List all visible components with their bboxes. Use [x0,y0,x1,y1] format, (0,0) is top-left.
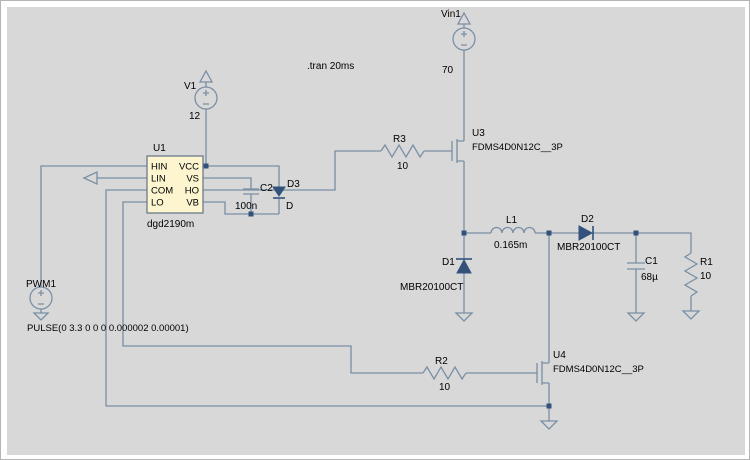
r1-value: 10 [700,271,712,282]
c1-value: 68µ [641,272,658,283]
c1-capacitor[interactable] [627,262,645,270]
u1-pin-ho: HO [185,186,199,197]
u1-pin-lin: LIN [151,174,166,185]
d2-model: MBR20100CT [557,242,620,253]
ground-icon[interactable] [681,310,701,320]
r2-label: R2 [435,356,448,367]
canvas-background [7,7,745,455]
u4-mosfet[interactable] [536,361,549,385]
r2-resistor[interactable] [422,365,467,381]
wire-segment[interactable] [549,232,692,263]
vin1-label: Vin1 [441,9,461,20]
c2-label: C2 [260,183,273,194]
u1-pin-vb: VB [186,198,199,209]
l1-inductor[interactable] [490,226,536,234]
ground-icon[interactable] [626,312,646,322]
u1-pin-com: COM [151,186,173,197]
d1-diode[interactable] [456,258,472,274]
vin1-value: 70 [442,65,454,76]
r3-resistor[interactable] [380,143,425,159]
sim-directive: .tran 20ms [307,61,354,72]
ground-symbols [32,310,701,430]
d2-diode[interactable] [578,225,594,241]
u1-pin-hin: HIN [151,162,168,173]
wire-segment[interactable] [122,201,537,374]
u1-pin-vs: VS [186,174,199,185]
u1-model: dgd2190m [147,219,194,230]
r1-resistor[interactable] [683,252,699,297]
u1-label: U1 [153,143,166,154]
r3-label: R3 [393,134,406,145]
junction-dot [248,211,254,217]
c2-capacitor[interactable] [243,188,259,195]
vin1-voltage-source[interactable] [452,11,476,51]
ground-icon[interactable] [539,420,559,430]
wire-segment[interactable] [203,109,280,187]
u4-label: U4 [553,350,566,361]
d3-model: D [286,201,293,212]
u1-gate-driver[interactable]: HIN LIN COM LO VCC VS HO VB [146,155,204,214]
junction-dots [203,163,639,409]
junction-dot [633,230,639,236]
u4-model: FDMS4D0N12C__3P [553,364,644,375]
r1-label: R1 [700,257,713,268]
d3-diode[interactable] [272,186,286,199]
c2-value: 100n [235,201,257,212]
junction-dot [546,403,552,409]
left-arrow-flag-icon[interactable] [82,170,98,186]
d3-label: D3 [287,179,300,190]
r3-value: 10 [397,161,409,172]
junction-dot [461,230,467,236]
l1-label: L1 [506,215,518,226]
d2-label: D2 [581,214,594,225]
u1-pin-vcc: VCC [179,162,199,173]
wire-segment[interactable] [463,269,692,313]
d1-label: D1 [442,257,455,268]
wires [40,50,692,421]
pwm1-voltage-source[interactable] [29,286,53,310]
c1-label: C1 [645,256,658,267]
l1-value: 0.165m [494,240,527,251]
junction-dot [203,163,209,169]
wire-segment[interactable] [203,150,452,191]
u3-label: U3 [472,128,485,139]
ground-icon[interactable] [454,312,474,322]
u3-model: FDMS4D0N12C__3P [472,142,563,153]
wire-segment[interactable] [203,177,252,189]
v1-label: V1 [184,81,197,92]
pwm1-value: PULSE(0 3.3 0 0 0 0.000002 0.00001) [27,323,189,334]
junction-dot [546,230,552,236]
pwm1-label: PWM1 [26,279,56,290]
wire-segment[interactable] [105,189,550,421]
v1-value: 12 [189,111,201,122]
ground-icon[interactable] [32,312,50,321]
r2-value: 10 [439,382,451,393]
u3-mosfet[interactable] [451,139,464,163]
v1-voltage-source[interactable] [194,69,218,110]
u1-pin-lo: LO [151,198,164,209]
wire-segment[interactable] [40,165,147,287]
d1-model: MBR20100CT [400,282,463,293]
